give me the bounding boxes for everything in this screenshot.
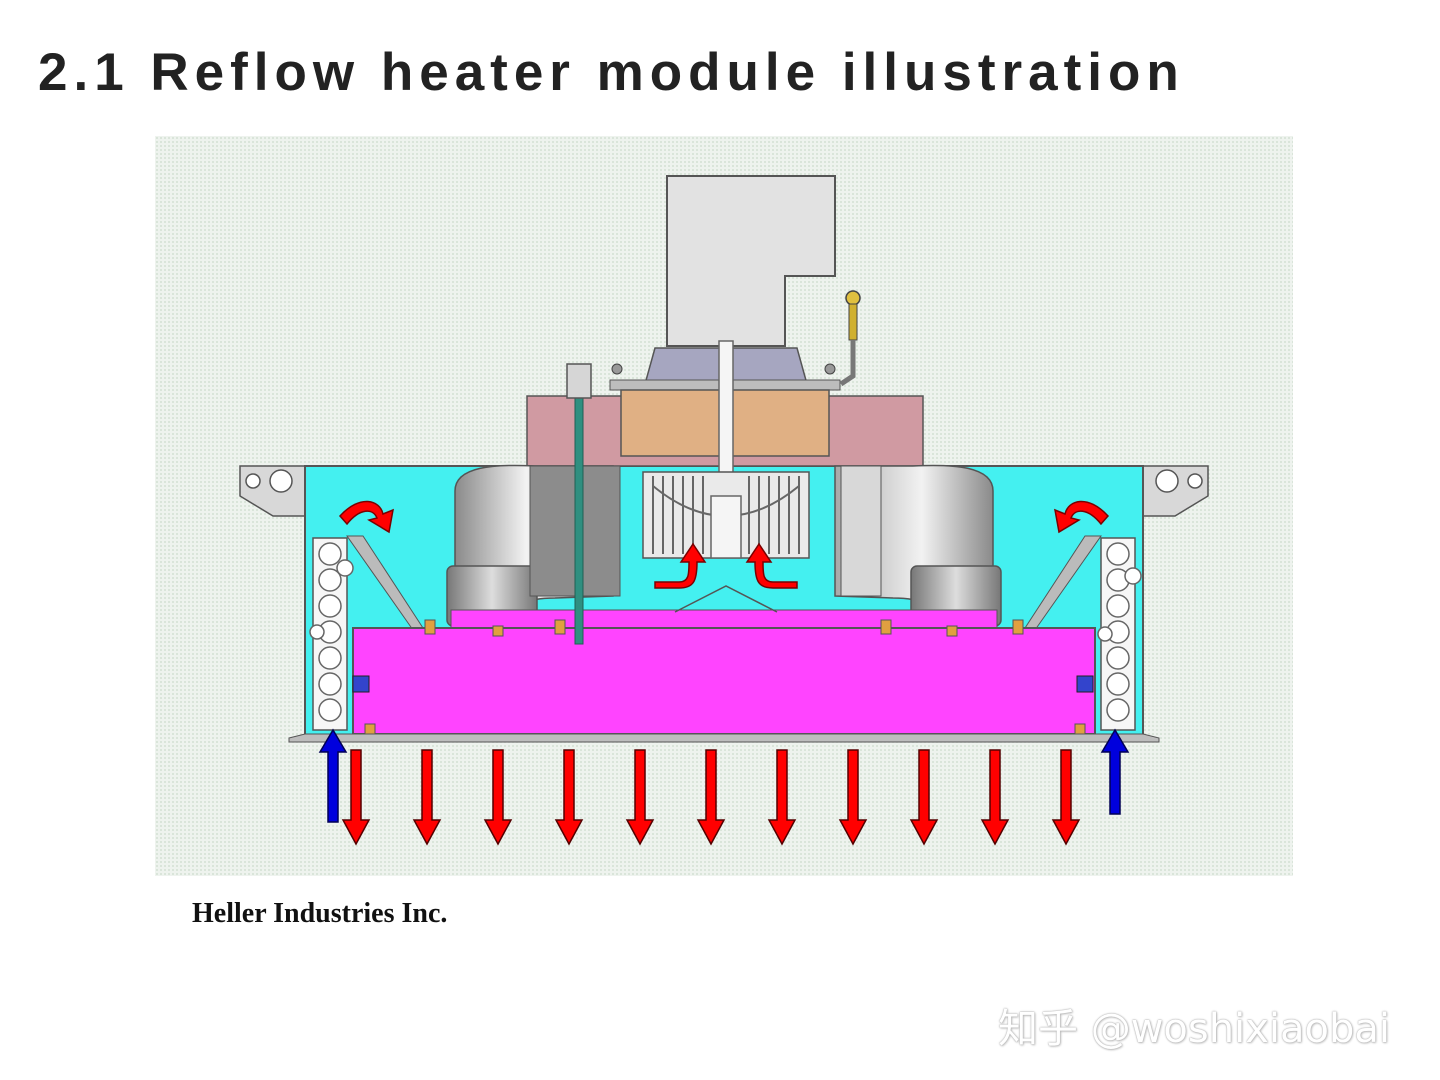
hot-air-arrow <box>625 749 655 846</box>
bottom-frame <box>288 733 1160 743</box>
hot-air-arrow <box>412 749 442 846</box>
return-air-arrow <box>318 728 348 823</box>
curved-airflow-arrows <box>338 500 1110 589</box>
hot-air-arrow <box>483 749 513 846</box>
heater-module-diagram <box>155 136 1293 876</box>
thermocouple-probe <box>839 290 861 387</box>
hot-air-arrow <box>341 749 371 846</box>
left-heating-coils <box>309 537 354 731</box>
diagram-credit: Heller Industries Inc. <box>192 898 448 929</box>
heater-plate <box>352 627 1096 735</box>
slide-title: 2.1 Reflow heater module illustration <box>38 43 1185 102</box>
hot-air-arrow <box>838 749 868 846</box>
hot-air-arrow <box>767 749 797 846</box>
diffuser-cone <box>674 585 778 613</box>
fasteners <box>364 619 1086 739</box>
right-sensor-block <box>1076 675 1094 693</box>
hot-air-arrow <box>696 749 726 846</box>
upward-return-air-arrows <box>318 728 1130 823</box>
watermark: 知乎 @woshixiaobai <box>998 1006 1390 1052</box>
left-mounting-bracket <box>239 465 306 517</box>
hot-air-arrow <box>980 749 1010 846</box>
fan-volute-left <box>446 464 621 627</box>
hot-air-arrow <box>909 749 939 846</box>
right-heating-coils <box>1097 537 1142 731</box>
hot-air-arrow <box>554 749 584 846</box>
downward-hot-air-arrows <box>341 749 1081 846</box>
support-rod <box>574 397 584 645</box>
rod-cap <box>566 363 592 399</box>
return-air-arrow <box>1100 728 1130 815</box>
right-mounting-bracket <box>1142 465 1209 517</box>
left-sensor-block <box>352 675 370 693</box>
hot-air-arrow <box>1051 749 1081 846</box>
fan-impeller <box>642 471 810 559</box>
